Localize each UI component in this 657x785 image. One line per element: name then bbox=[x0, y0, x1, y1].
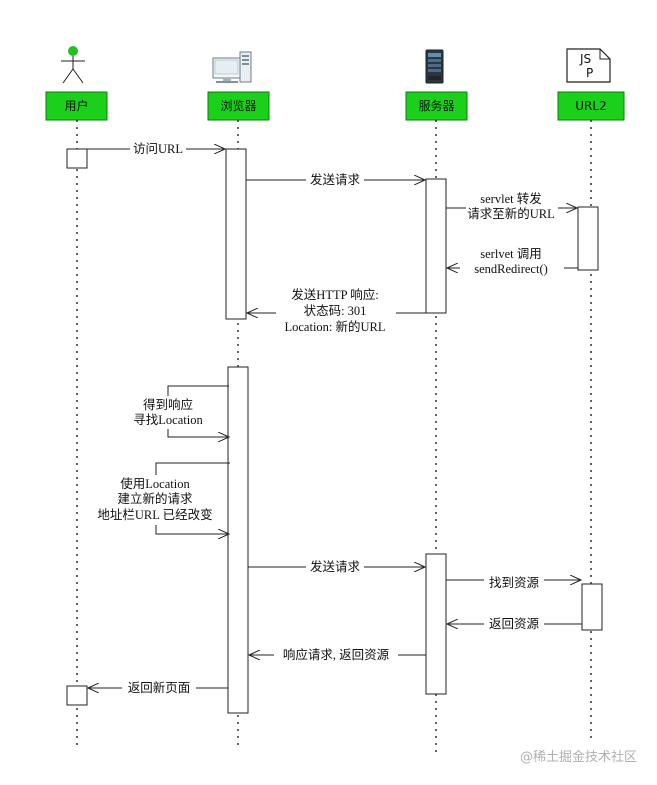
msg-new-request-1: 使用Location bbox=[120, 476, 190, 491]
msg-respond-request: 响应请求, 返回资源 bbox=[283, 647, 390, 662]
activation-browser-1 bbox=[225, 148, 247, 320]
watermark-text: @稀土掘金技术社区 bbox=[520, 749, 637, 765]
computer-icon bbox=[212, 51, 252, 83]
participant-url2: URL2 bbox=[557, 91, 625, 121]
participant-url2-label: URL2 bbox=[575, 99, 606, 113]
msg-servlet-forward-1: servlet 转发 bbox=[480, 191, 542, 206]
msg-send-request-1: 发送请求 bbox=[310, 172, 361, 187]
msg-http-response-2: 状态码: 301 bbox=[304, 304, 367, 318]
msg-servlet-call-1: serlvet 调用 bbox=[480, 247, 541, 261]
msg-http-response-1: 发送HTTP 响应: bbox=[291, 287, 378, 302]
msg-return-resource: 返回资源 bbox=[489, 617, 540, 631]
msg-send-request-2: 发送请求 bbox=[310, 559, 361, 574]
jsp-icon-text-2: P bbox=[586, 66, 593, 80]
activation-server-1 bbox=[425, 178, 447, 314]
msg-get-response-2: 寻找Location bbox=[133, 413, 203, 427]
msg-find-resource: 找到资源 bbox=[489, 576, 540, 590]
msg-return-new-page: 返回新页面 bbox=[128, 680, 191, 695]
msg-servlet-call-2: sendRedirect() bbox=[474, 262, 548, 276]
activation-browser-2 bbox=[227, 366, 249, 714]
activation-user-2 bbox=[66, 685, 88, 706]
server-icon bbox=[425, 49, 444, 84]
activation-server-2 bbox=[425, 553, 447, 695]
participant-browser-label: 浏览器 bbox=[220, 98, 256, 113]
msg-get-response-1: 得到响应 bbox=[143, 397, 193, 412]
activation-url2-1 bbox=[577, 206, 599, 271]
msg-visit-url: 访问URL bbox=[133, 142, 183, 156]
msg-new-request-2: 建立新的请求 bbox=[117, 491, 193, 506]
participant-user: 用户 bbox=[45, 91, 108, 121]
user-actor-icon bbox=[61, 46, 85, 84]
participant-browser: 浏览器 bbox=[207, 91, 270, 121]
jsp-document-icon: JS P bbox=[566, 48, 611, 83]
msg-http-response-3: Location: 新的URL bbox=[284, 319, 385, 334]
msg-servlet-forward-2: 请求至新的URL bbox=[467, 206, 555, 221]
msg-new-request-3: 地址栏URL 已经改变 bbox=[97, 507, 212, 522]
participant-server: 服务器 bbox=[405, 91, 468, 121]
participant-user-label: 用户 bbox=[64, 98, 88, 113]
activation-url2-2 bbox=[581, 583, 603, 631]
participant-server-label: 服务器 bbox=[418, 98, 454, 113]
activation-user-1 bbox=[66, 148, 88, 169]
jsp-icon-text-1: JS bbox=[579, 52, 591, 66]
